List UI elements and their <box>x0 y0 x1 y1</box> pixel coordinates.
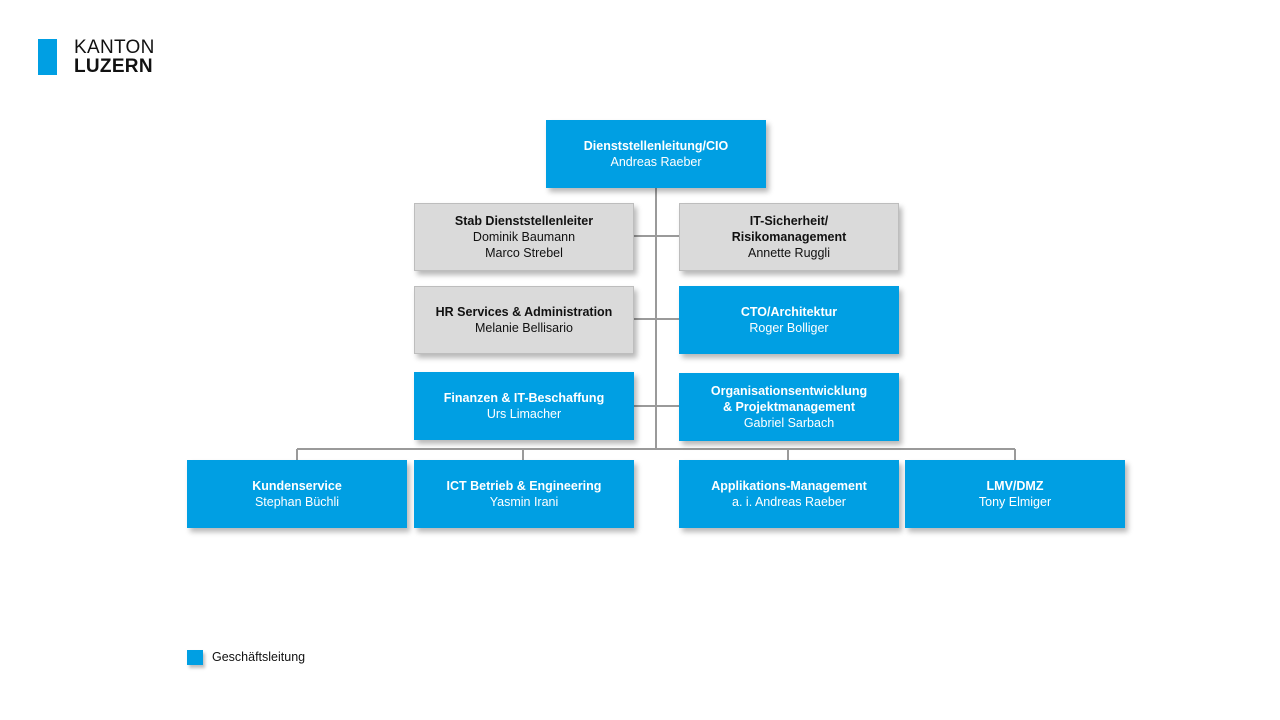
org-box-kundenservice: Kundenservice Stephan Büchli <box>187 460 407 528</box>
org-box-title: Stab Dienststellenleiter <box>454 214 594 228</box>
legend-swatch <box>187 650 203 665</box>
org-box-organisationsentwicklung: Organisationsentwicklung & Projektmanage… <box>679 373 899 441</box>
org-box-title: LMV/DMZ <box>986 479 1044 493</box>
logo-wordmark: KANTON LUZERN <box>74 38 194 76</box>
org-box-title: Dienststellenleitung/CIO <box>583 139 729 153</box>
org-box-person: Dominik Baumann <box>472 230 576 244</box>
org-box-person: Andreas Raeber <box>610 155 702 169</box>
org-box-title: IT-Sicherheit/ Risikomanagement <box>731 214 847 244</box>
org-box-title: Applikations-Management <box>711 479 867 493</box>
org-box-person: Melanie Bellisario <box>475 321 573 335</box>
org-box-person: Marco Strebel <box>485 246 563 260</box>
logo-bar <box>38 39 57 75</box>
org-box-person: Gabriel Sarbach <box>743 416 835 430</box>
org-box-lmv-dmz: LMV/DMZ Tony Elmiger <box>905 460 1125 528</box>
org-box-person: Urs Limacher <box>486 407 562 421</box>
org-box-title: Finanzen & IT-Beschaffung <box>443 391 605 405</box>
org-box-title: CTO/Architektur <box>740 305 838 319</box>
org-box-person: Annette Ruggli <box>747 246 830 260</box>
org-box-ict-betrieb: ICT Betrieb & Engineering Yasmin Irani <box>414 460 634 528</box>
org-box-title: HR Services & Administration <box>435 305 613 319</box>
org-box-person: Stephan Büchli <box>254 495 340 509</box>
org-box-title: Kundenservice <box>252 479 342 493</box>
org-box-cto: CTO/Architektur Roger Bolliger <box>679 286 899 354</box>
legend-label: Geschäftsleitung <box>212 650 306 664</box>
org-box-person: Yasmin Irani <box>489 495 559 509</box>
logo-line-1: KANTON <box>74 37 155 58</box>
org-box-title: ICT Betrieb & Engineering <box>446 479 602 493</box>
org-box-dienststellenleitung: Dienststellenleitung/CIO Andreas Raeber <box>546 120 766 188</box>
org-box-person: Tony Elmiger <box>978 495 1052 509</box>
org-box-applikations-management: Applikations-Management a. i. Andreas Ra… <box>679 460 899 528</box>
org-box-stab: Stab Dienststellenleiter Dominik Baumann… <box>414 203 634 271</box>
org-box-finanzen: Finanzen & IT-Beschaffung Urs Limacher <box>414 372 634 440</box>
org-box-it-sicherheit: IT-Sicherheit/ Risikomanagement Annette … <box>679 203 899 271</box>
org-box-title: Organisationsentwicklung & Projektmanage… <box>710 384 868 414</box>
org-box-person: a. i. Andreas Raeber <box>732 495 846 509</box>
logo-line-2: LUZERN <box>74 56 153 77</box>
org-box-person: Roger Bolliger <box>749 321 829 335</box>
org-box-hr-services: HR Services & Administration Melanie Bel… <box>414 286 634 354</box>
